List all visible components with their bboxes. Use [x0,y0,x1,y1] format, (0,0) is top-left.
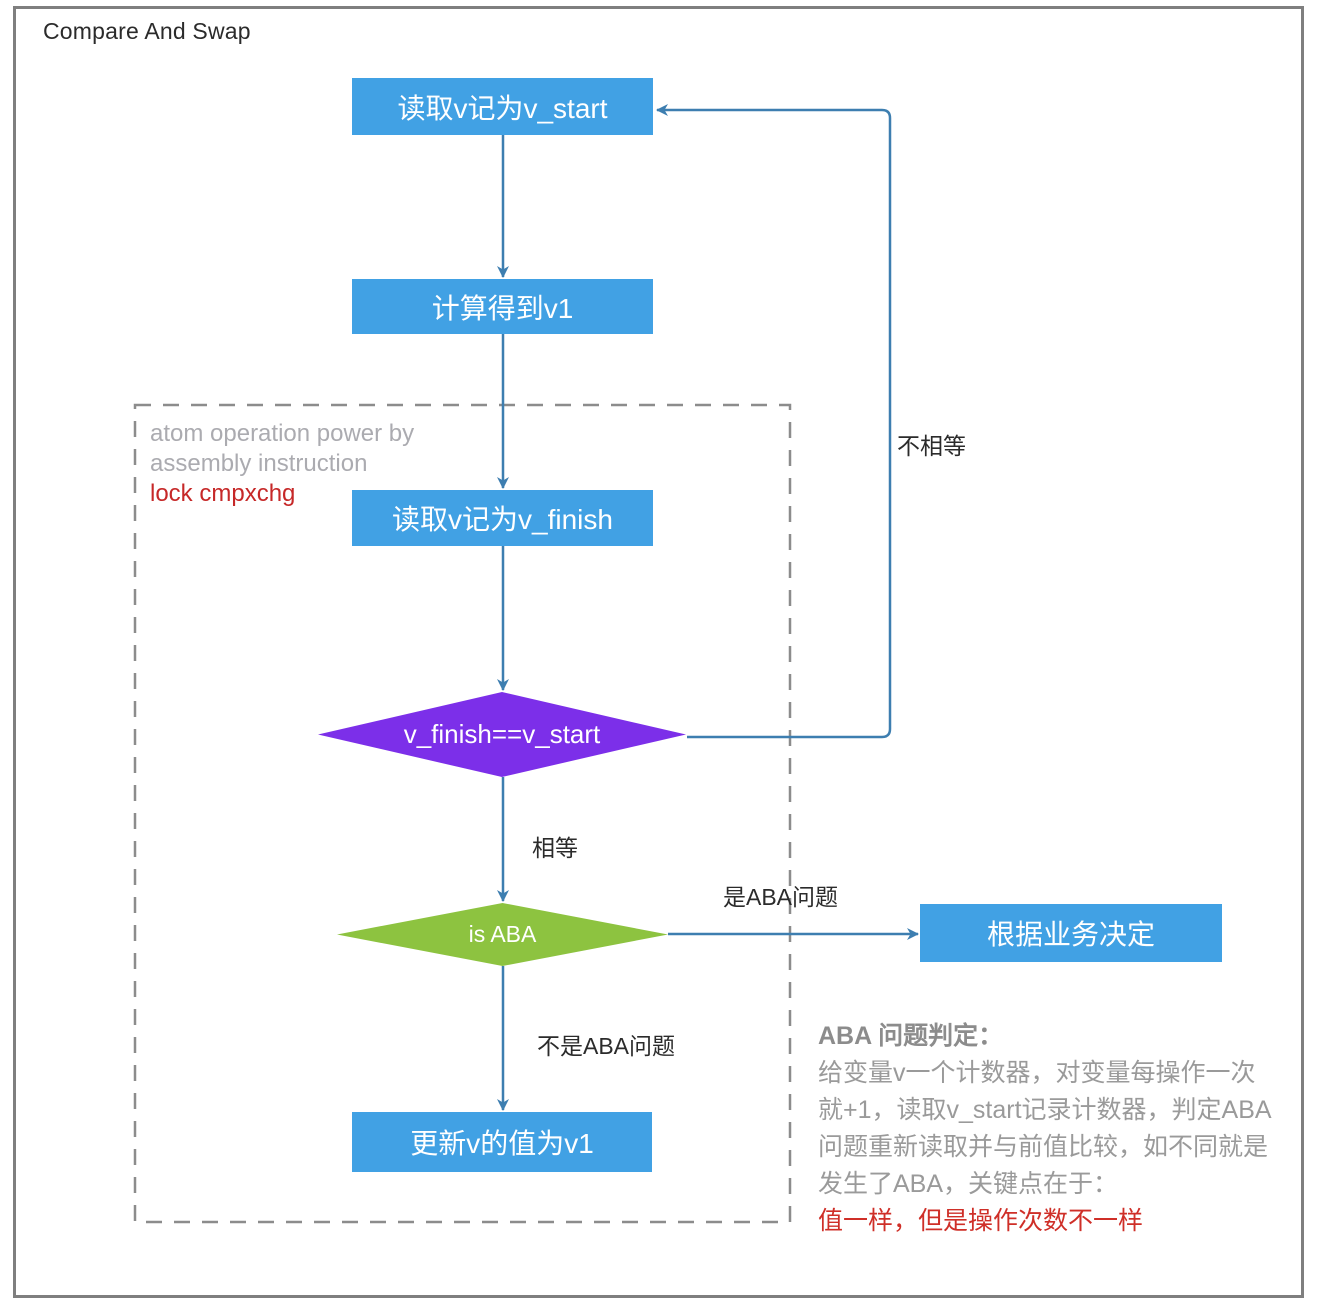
aba-note-line: 给变量v一个计数器，对变量每操作一次 [818,1059,1256,1087]
aba-note-highlight: 值一样，但是操作次数不一样 [818,1207,1144,1235]
node-read-v-start: 读取v记为v_start [352,78,653,135]
atomic-note-line2: assembly instruction [150,450,368,477]
node-compute-v1: 计算得到v1 [352,279,653,334]
aba-note-heading: ABA 问题判定： [818,1022,1004,1050]
aba-note-line: 问题重新读取并与前值比较，如不同就是 [818,1133,1269,1161]
edge-label-not-equal: 不相等 [897,433,966,459]
edge-label-not-aba-problem: 不是ABA问题 [537,1033,676,1059]
aba-note-line: 就+1，读取v_start记录计数器，判定ABA [818,1096,1272,1124]
aba-problem-note: ABA 问题判定： 给变量v一个计数器，对变量每操作一次 就+1，读取v_sta… [818,1018,1308,1240]
atomic-note-line1: atom operation power by [150,420,415,447]
node-decision-equal-label: v_finish==v_start [403,719,601,749]
node-compute-v1-label: 计算得到v1 [431,292,574,324]
atomic-note-instruction: lock cmpxchg [150,480,296,507]
aba-note-line: 发生了ABA，关键点在于： [818,1170,1119,1198]
edge-label-equal: 相等 [532,835,578,861]
node-decide-by-business: 根据业务决定 [920,904,1222,962]
diagram-title: Compare And Swap [43,18,251,44]
node-update-v-label: 更新v的值为v1 [410,1128,594,1159]
atomic-operation-note: atom operation power by assembly instruc… [150,419,414,509]
node-decision-is-aba-label: is ABA [468,921,537,947]
node-decide-by-business-label: 根据业务决定 [986,919,1155,950]
node-read-v-start-label: 读取v记为v_start [397,92,608,124]
edge-label-is-aba-problem: 是ABA问题 [723,884,839,910]
node-read-v-finish-label: 读取v记为v_finish [392,504,613,535]
node-update-v: 更新v的值为v1 [352,1112,652,1172]
